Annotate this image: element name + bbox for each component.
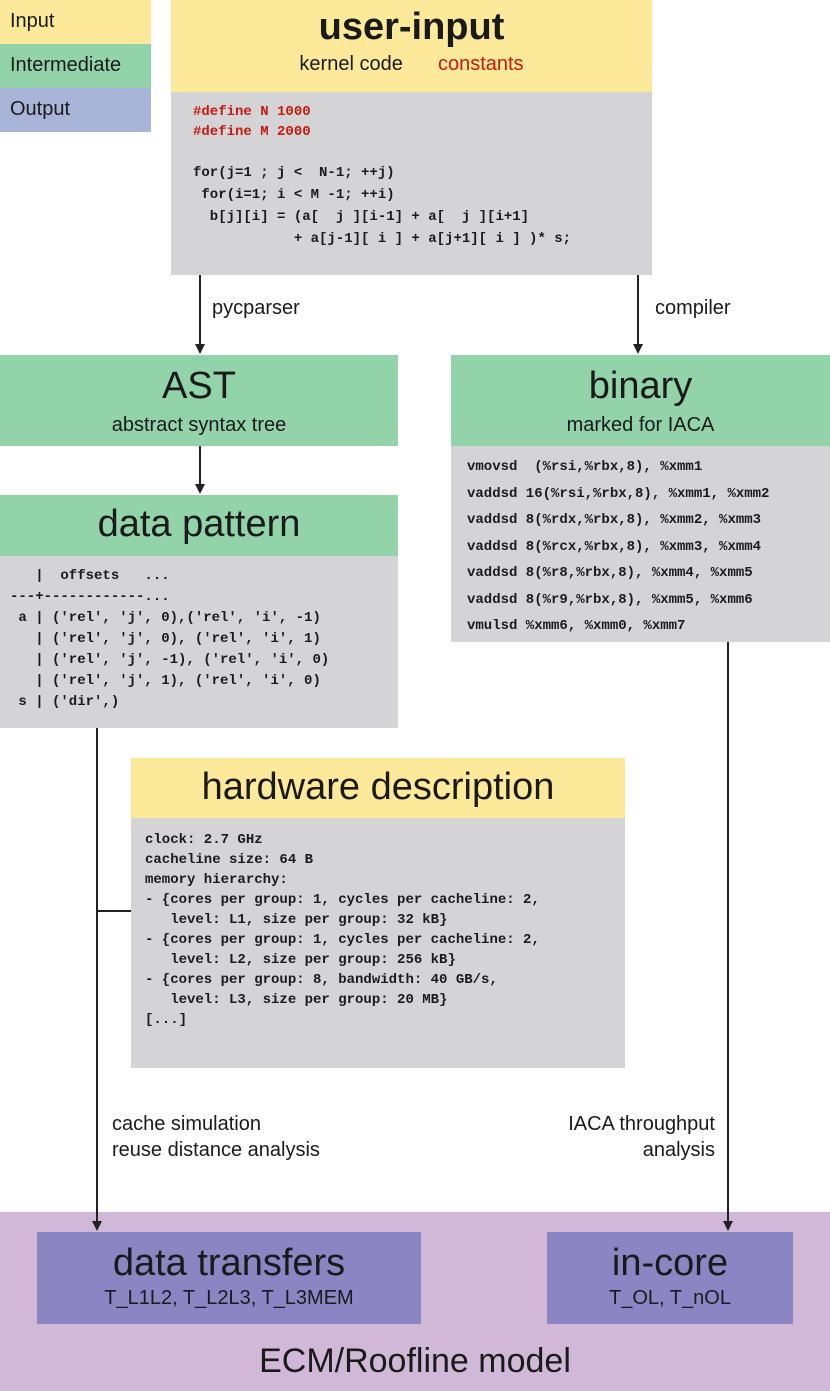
legend-input: Input xyxy=(0,0,151,44)
kernel-code-panel: #define N 1000 #define M 2000 for(j=1 ; … xyxy=(171,92,652,275)
legend-intermediate-label: Intermediate xyxy=(10,54,122,76)
in-core-node: in-core T_OL, T_nOL xyxy=(547,1232,793,1324)
iaca-throughput-line: IACA throughput xyxy=(568,1113,715,1135)
legend-output: Output xyxy=(0,88,151,132)
data-transfers-node: data transfers T_L1L2, T_L2L3, T_L3MEM xyxy=(37,1232,421,1324)
user-input-title: user-input xyxy=(318,6,505,48)
user-input-header: user-input kernel code constants xyxy=(171,0,652,92)
data-pattern-header: data pattern xyxy=(0,495,398,556)
assembly-code: vmovsd (%rsi,%rbx,8), %xmm1 vaddsd 16(%r… xyxy=(467,459,770,634)
in-core-title: in-core xyxy=(611,1242,729,1284)
compiler-label: compiler xyxy=(655,297,731,319)
binary-title: binary xyxy=(588,365,693,407)
cache-simulation-line: cache simulation xyxy=(112,1113,261,1135)
pycparser-label: pycparser xyxy=(212,297,300,319)
ast-subtitle: abstract syntax tree xyxy=(111,414,287,436)
code-loop: for(j=1 ; j < N-1; ++j) for(i=1; i < M -… xyxy=(193,165,572,247)
constants-label: constants xyxy=(437,53,524,75)
cache-simulation-label: cache simulation reuse distance analysis xyxy=(112,1111,320,1163)
iaca-analysis-line: analysis xyxy=(642,1139,715,1161)
user-input-subtitle: kernel code constants xyxy=(171,53,652,76)
hardware-title: hardware description xyxy=(201,766,555,808)
data-pattern-code: | offsets ... ---+------------... a | ('… xyxy=(10,568,330,710)
legend-output-label: Output xyxy=(10,98,71,120)
hardware-panel: clock: 2.7 GHz cacheline size: 64 B memo… xyxy=(131,818,625,1068)
ast-node: AST abstract syntax tree xyxy=(0,355,398,446)
legend-input-label: Input xyxy=(10,10,55,32)
iaca-label: IACA throughput analysis xyxy=(515,1111,715,1163)
in-core-subtitle: T_OL, T_nOL xyxy=(609,1287,731,1309)
data-pattern-panel: | offsets ... ---+------------... a | ('… xyxy=(0,556,398,728)
code-defines: #define N 1000 #define M 2000 xyxy=(193,104,311,140)
reuse-distance-line: reuse distance analysis xyxy=(112,1139,320,1161)
hardware-header: hardware description xyxy=(131,758,625,818)
binary-header: binary marked for IACA xyxy=(451,355,830,446)
data-pattern-title: data pattern xyxy=(97,503,301,545)
binary-code-panel: vmovsd (%rsi,%rbx,8), %xmm1 vaddsd 16(%r… xyxy=(451,446,830,642)
data-transfers-title: data transfers xyxy=(112,1242,346,1284)
kernel-code-label: kernel code xyxy=(299,53,403,75)
hardware-code: clock: 2.7 GHz cacheline size: 64 B memo… xyxy=(145,832,540,1028)
legend-intermediate: Intermediate xyxy=(0,44,151,88)
ast-title: AST xyxy=(162,365,236,407)
ecm-title: ECM/Roofline model xyxy=(259,1342,571,1380)
binary-subtitle: marked for IACA xyxy=(566,414,715,436)
data-transfers-subtitle: T_L1L2, T_L2L3, T_L3MEM xyxy=(104,1287,354,1309)
